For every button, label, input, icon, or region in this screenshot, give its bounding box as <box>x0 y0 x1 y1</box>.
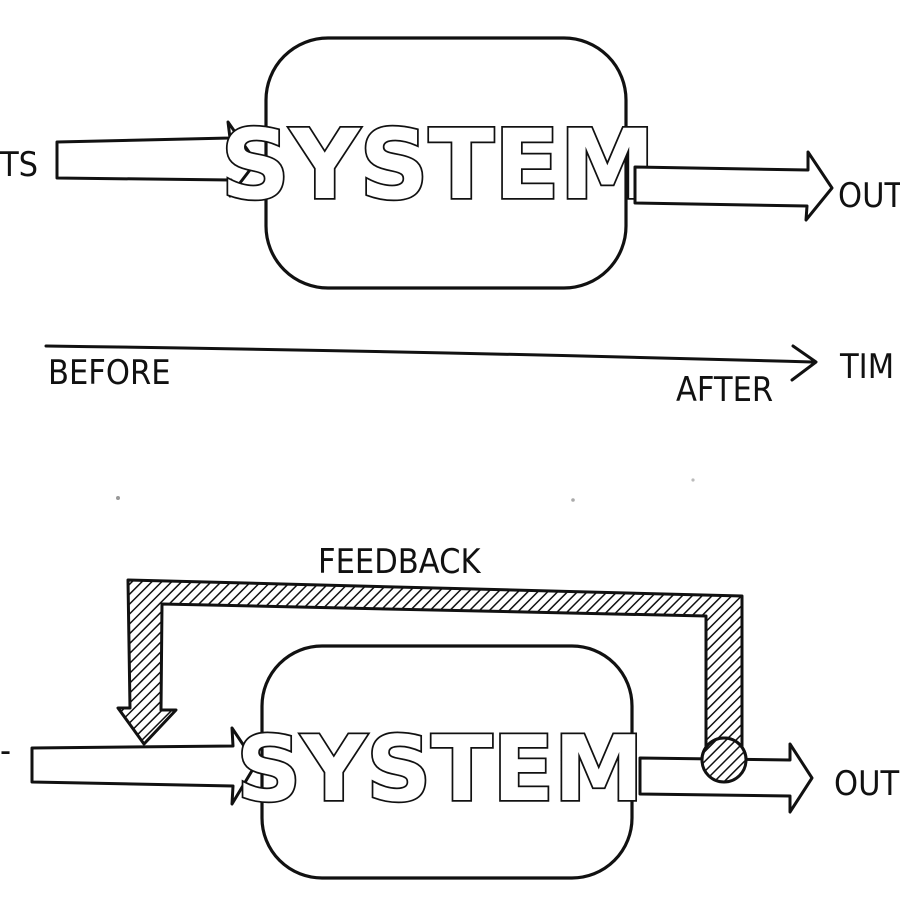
system-label-bottom: SYSTEM <box>236 717 643 822</box>
input-label-top: TS <box>0 145 38 185</box>
output-label-top: OUT <box>838 176 900 216</box>
input-arrow-bottom <box>30 726 258 806</box>
system-box-top <box>264 36 628 290</box>
input-arrow-top <box>55 120 258 198</box>
time-axis-arrow <box>44 344 818 382</box>
system-box-bottom <box>260 644 634 880</box>
input-label-bottom: - <box>0 731 11 771</box>
feedback-label: FEEDBACK <box>318 542 481 582</box>
output-label-bottom: OUTI <box>834 764 900 804</box>
before-label: BEFORE <box>48 353 171 393</box>
time-axis-label: TIM <box>839 347 894 387</box>
after-label: AFTER <box>676 370 773 410</box>
system-label-top: SYSTEM <box>221 109 655 221</box>
output-arrow-top <box>633 150 834 222</box>
